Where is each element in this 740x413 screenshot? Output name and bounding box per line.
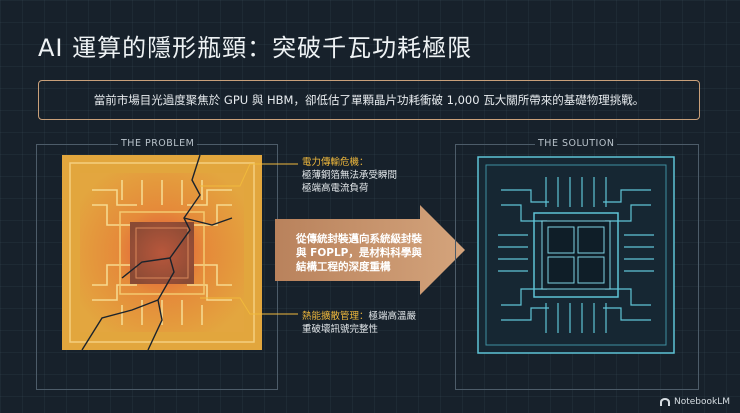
power-callout: 電力傳輸危機： 極薄銅箔無法承受瞬間 極端高電流負荷 [302,156,397,195]
power-callout-heading: 電力傳輸危機： [302,157,369,168]
brand-name: NotebookLM [673,397,730,407]
problem-chip [62,150,262,355]
solution-chip-graphic [477,156,675,354]
subtitle-box: 當前市場目光過度聚焦於 GPU 與 HBM，卻低估了單顆晶片功耗衝破 1,000… [38,80,700,120]
transition-arrow-shape [275,205,465,295]
thermal-callout-heading: 熱能擴散管理： [302,311,369,322]
transition-line1: 從傳統封裝邁向系統級封裝 [296,233,422,245]
thermal-callout-line2: 重破壞訊號完整性 [302,324,379,335]
thermal-callout: 熱能擴散管理：極端高溫嚴 重破壞訊號完整性 [302,310,416,336]
notebooklm-brand: NotebookLM [659,397,730,407]
power-callout-leader [200,163,298,187]
solution-chip [476,155,676,355]
transition-arrow [275,205,465,299]
transition-line2: 與 FOPLP，是材料科學與 [296,247,422,259]
thermal-callout-inline: 極端高溫嚴 [368,311,417,322]
transition-text: 從傳統封裝邁向系統級封裝 與 FOPLP，是材料科學與 結構工程的深度重構 [296,232,441,274]
subtitle-text: 當前市場目光過度聚焦於 GPU 與 HBM，卻低估了單顆晶片功耗衝破 1,000… [93,93,645,107]
problem-label: THE PROBLEM [118,138,198,149]
thermal-callout-leader [200,297,298,315]
solution-label: THE SOLUTION [535,138,618,149]
power-callout-line2: 極端高電流負荷 [302,183,369,194]
page-title: AI 運算的隱形瓶頸：突破千瓦功耗極限 [38,34,473,62]
notebooklm-logo-icon [659,398,670,406]
problem-chip-graphic [62,154,262,351]
transition-line3: 結構工程的深度重構 [296,261,391,273]
power-callout-line1: 極薄銅箔無法承受瞬間 [302,170,398,181]
